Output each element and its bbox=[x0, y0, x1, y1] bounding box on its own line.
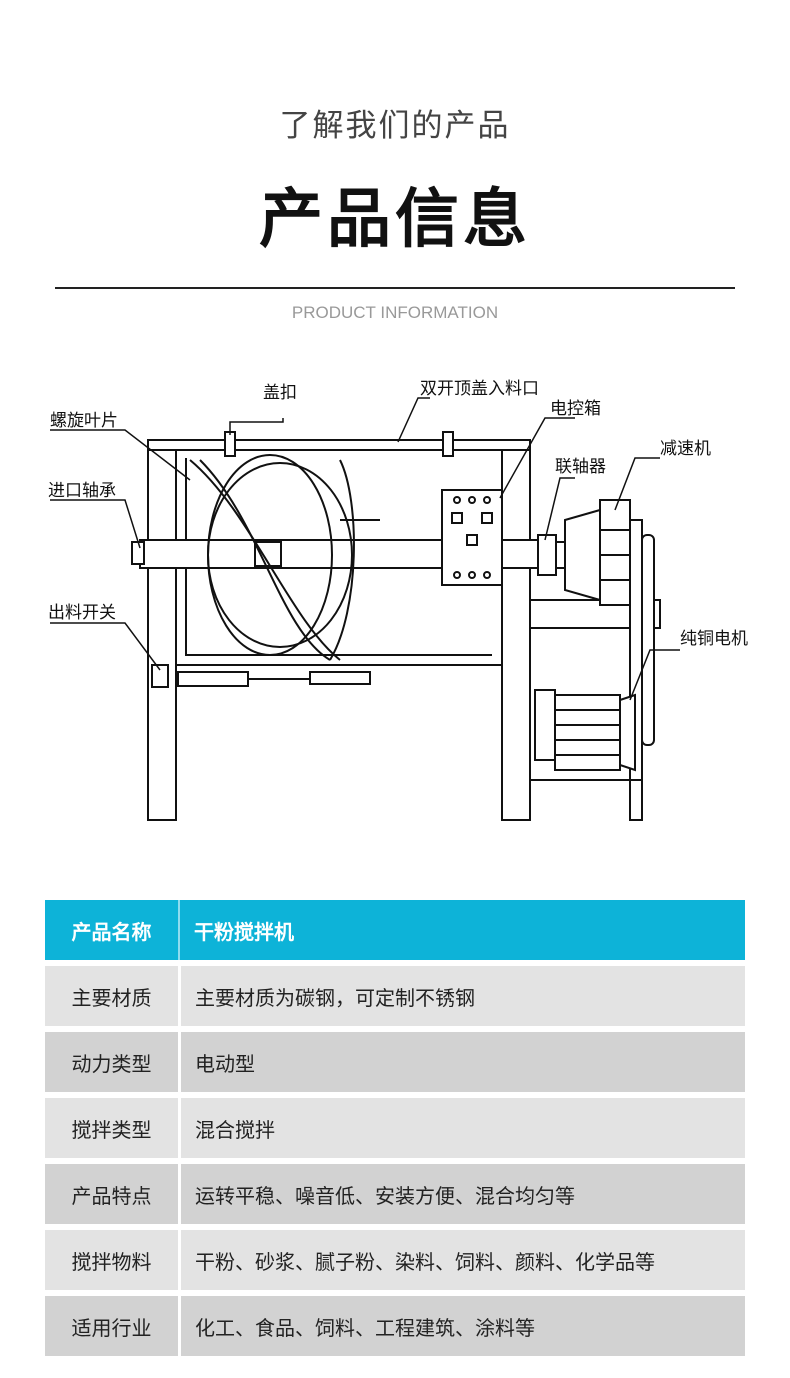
spec-table: 产品名称 干粉搅拌机 主要材质 主要材质为碳钢，可定制不锈钢 动力类型 电动型 … bbox=[45, 900, 745, 1362]
table-row: 产品名称 干粉搅拌机 bbox=[45, 900, 745, 960]
table-row: 适用行业 化工、食品、饲料、工程建筑、涂料等 bbox=[45, 1296, 745, 1356]
label-control-box: 电控箱 bbox=[550, 399, 601, 419]
label-spiral-blade: 螺旋叶片 bbox=[50, 411, 118, 431]
divider bbox=[55, 287, 735, 289]
spec-key: 搅拌类型 bbox=[45, 1098, 178, 1158]
label-copper-motor: 纯铜电机 bbox=[680, 629, 748, 649]
table-row: 动力类型 电动型 bbox=[45, 1032, 745, 1092]
spec-key: 搅拌物料 bbox=[45, 1230, 178, 1290]
table-row: 主要材质 主要材质为碳钢，可定制不锈钢 bbox=[45, 966, 745, 1026]
section-subtitle: 了解我们的产品 bbox=[279, 108, 511, 144]
spec-key: 产品名称 bbox=[45, 900, 178, 960]
section-title: 产品信息 bbox=[259, 183, 531, 257]
label-reducer: 减速机 bbox=[660, 439, 711, 459]
label-coupling: 联轴器 bbox=[555, 457, 606, 477]
label-inlet-bearing: 进口轴承 bbox=[48, 481, 116, 501]
spec-value: 干粉搅拌机 bbox=[178, 900, 745, 960]
mixer-diagram: 盖扣 双开顶盖入料口 螺旋叶片 电控箱 联轴器 减速机 进口轴承 出料开关 纯铜… bbox=[48, 379, 748, 821]
table-row: 搅拌物料 干粉、砂浆、腻子粉、染料、饲料、颜料、化学品等 bbox=[45, 1230, 745, 1290]
spec-key: 动力类型 bbox=[45, 1032, 178, 1092]
spec-key: 主要材质 bbox=[45, 966, 178, 1026]
table-row: 搅拌类型 混合搅拌 bbox=[45, 1098, 745, 1158]
label-top-inlet: 双开顶盖入料口 bbox=[420, 379, 539, 399]
spec-key: 适用行业 bbox=[45, 1296, 178, 1356]
table-row: 产品特点 运转平稳、噪音低、安装方便、混合均匀等 bbox=[45, 1164, 745, 1224]
spec-value: 主要材质为碳钢，可定制不锈钢 bbox=[181, 966, 745, 1026]
label-cover-clip: 盖扣 bbox=[263, 383, 297, 403]
spec-key: 产品特点 bbox=[45, 1164, 178, 1224]
spec-value: 电动型 bbox=[181, 1032, 745, 1092]
section-english-subtitle: PRODUCT INFORMATION bbox=[291, 303, 499, 322]
spec-value: 混合搅拌 bbox=[181, 1098, 745, 1158]
spec-value: 运转平稳、噪音低、安装方便、混合均匀等 bbox=[181, 1164, 745, 1224]
machine-drawing bbox=[50, 397, 680, 821]
spec-value: 干粉、砂浆、腻子粉、染料、饲料、颜料、化学品等 bbox=[181, 1230, 745, 1290]
label-discharge-switch: 出料开关 bbox=[48, 603, 116, 623]
spec-value: 化工、食品、饲料、工程建筑、涂料等 bbox=[181, 1296, 745, 1356]
